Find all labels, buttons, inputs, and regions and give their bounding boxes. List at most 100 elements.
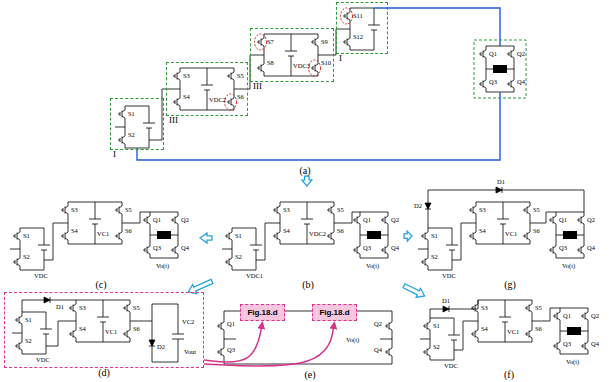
component-label: S12 xyxy=(353,33,363,41)
component-label: S6 xyxy=(533,227,540,235)
panel-region: IIIIIIII(a) xyxy=(70,0,540,176)
panel-e-circuit xyxy=(385,318,392,334)
component-label: VDC2 xyxy=(209,96,226,104)
component-label: S6 xyxy=(237,93,244,101)
component-label: S7 xyxy=(267,38,274,46)
panel-a-circuit xyxy=(340,8,380,50)
component-label: Q3 xyxy=(563,340,571,348)
component-label: S3 xyxy=(481,304,488,312)
component-label: Q2 xyxy=(391,216,399,224)
component-label: Q4 xyxy=(374,346,382,354)
component-label: S2 xyxy=(25,337,32,345)
component-label: S4 xyxy=(479,227,486,235)
curved-arrow xyxy=(204,322,263,362)
component-label: VC1 xyxy=(505,230,517,238)
component-label: S2 xyxy=(235,253,242,261)
module-number: III xyxy=(169,116,178,125)
panel-b-circuit xyxy=(222,202,388,270)
component-label: VDC2 xyxy=(309,230,326,238)
panel-a-circuit xyxy=(479,46,514,92)
component-label: Q2 xyxy=(587,216,595,224)
component-label: Vo(t) xyxy=(366,262,379,270)
panel-d-circuit xyxy=(44,297,50,303)
panel-a-circuit xyxy=(225,94,237,110)
component-label: Q3 xyxy=(363,244,371,252)
component-label: S3 xyxy=(283,206,290,214)
component-label: Q1 xyxy=(363,216,371,224)
panel-g-circuit xyxy=(496,187,502,193)
module-box: III xyxy=(250,28,334,82)
module-box: III xyxy=(166,62,248,116)
panel-a-circuit xyxy=(170,68,244,110)
panel-caption: (g) xyxy=(412,280,608,290)
component-label: D2 xyxy=(414,202,422,210)
panel-d-circuit xyxy=(149,340,155,346)
figure-reference-box: Fig.18.d xyxy=(240,304,285,321)
component-label: S6 xyxy=(337,227,344,235)
component-label: S6 xyxy=(133,325,140,333)
component-label: VDC xyxy=(444,362,458,370)
panel-b-circuit xyxy=(222,228,262,270)
component-label: Q1 xyxy=(227,320,235,328)
panel-f-circuit xyxy=(420,318,460,360)
panel-region: (f) xyxy=(412,296,606,380)
component-label: Vout xyxy=(184,348,196,356)
panel-caption: (e) xyxy=(212,370,408,380)
panel-f-circuit xyxy=(468,300,542,342)
panel-f-circuit xyxy=(443,306,449,312)
panel-region: (c) xyxy=(2,186,200,290)
component-label: S9 xyxy=(321,38,328,46)
component-label: S2 xyxy=(128,131,135,139)
component-label: VDC xyxy=(36,356,50,364)
panel-caption: (c) xyxy=(2,280,200,290)
component-label: S4 xyxy=(79,325,86,333)
panel-d-circuit xyxy=(12,297,184,362)
panel-region: (d) xyxy=(4,292,204,368)
panel-e-circuit xyxy=(217,344,224,360)
panel-caption: (f) xyxy=(412,370,606,380)
component-label: D1 xyxy=(497,178,505,186)
component-label: D1 xyxy=(56,303,64,311)
component-label: Q1 xyxy=(559,216,567,224)
component-label: VDC3 xyxy=(293,62,310,70)
component-label: S5 xyxy=(125,206,132,214)
panel-a-circuit xyxy=(115,8,526,160)
component-label: Vo(t) xyxy=(156,262,169,270)
panel-f-circuit xyxy=(420,300,588,360)
figure-reference: Fig.18.d xyxy=(247,308,277,317)
component-label: VC1 xyxy=(97,230,109,238)
component-label: D2 xyxy=(157,343,165,351)
panel-caption: (a) xyxy=(70,166,540,176)
component-label: S3 xyxy=(71,206,78,214)
panel-e-circuit xyxy=(217,318,224,334)
panel-a-circuit xyxy=(137,8,500,160)
panel-b-circuit xyxy=(353,212,388,258)
panel-a-circuit xyxy=(309,60,321,76)
component-label: S4 xyxy=(283,227,290,235)
component-label: Q1 xyxy=(153,216,161,224)
module-number: I xyxy=(339,54,342,63)
component-label: Q4 xyxy=(517,78,525,86)
module-number: III xyxy=(253,82,262,91)
panel-caption: (d) xyxy=(5,368,203,378)
component-label: Q2 xyxy=(374,320,382,328)
component-label: S3 xyxy=(479,206,486,214)
block-arrow xyxy=(403,284,425,298)
module-box: I xyxy=(336,2,388,54)
component-label: Q4 xyxy=(181,244,189,252)
component-label: S10 xyxy=(321,59,331,67)
component-label: S2 xyxy=(433,343,440,351)
panel-g-circuit xyxy=(428,190,584,260)
block-arrow xyxy=(404,231,412,241)
component-label: S2 xyxy=(23,253,30,261)
curved-arrow xyxy=(204,322,335,366)
component-label: VDC xyxy=(34,272,48,280)
panel-g-circuit xyxy=(418,187,584,270)
panel-c-circuit xyxy=(58,202,132,244)
component-label: Q3 xyxy=(559,244,567,252)
component-label: S1 xyxy=(25,316,32,324)
component-label: Vo(t) xyxy=(346,336,359,344)
component-label: Q4 xyxy=(391,244,399,252)
